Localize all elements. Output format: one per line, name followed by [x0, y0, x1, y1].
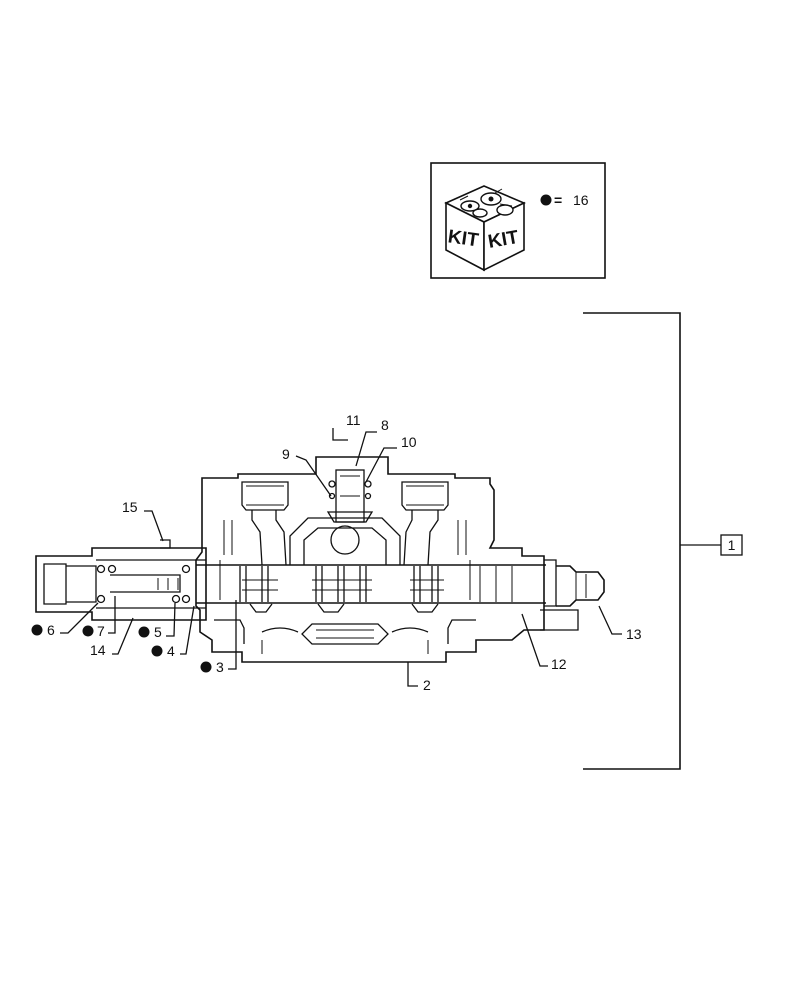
callout-14: 14	[90, 617, 134, 658]
kit-legend: KIT KIT = 16	[430, 162, 606, 279]
callout-3: 3	[200, 600, 237, 675]
callout-label-15: 15	[122, 499, 138, 515]
callout-label-12: 12	[551, 656, 567, 672]
kit-word-left: KIT	[447, 226, 481, 251]
callout-label-14: 14	[90, 642, 106, 658]
callout-12: 12	[521, 613, 567, 672]
callout-label-8: 8	[381, 417, 389, 433]
callout-label-5: 5	[154, 624, 162, 640]
callout-label-4: 4	[167, 643, 175, 659]
callout-15: 15	[122, 499, 164, 542]
kit-equals-sign: =	[554, 192, 562, 208]
kit-bullet-icon	[200, 661, 212, 673]
callout-label-13: 13	[626, 626, 642, 642]
callout-2: 2	[407, 662, 431, 693]
assembly-bracket: 1	[583, 312, 743, 770]
callout-13: 13	[598, 605, 642, 642]
callout-8: 8	[355, 417, 389, 467]
kit-bullet-icon	[138, 626, 150, 638]
callout-label-11: 11	[346, 412, 361, 428]
callout-6: 6	[31, 602, 99, 638]
kit-box-icon	[444, 185, 526, 272]
right-cap	[540, 559, 605, 631]
assembly-ref-label: 1	[728, 537, 736, 553]
kit-bullet-icon	[82, 625, 94, 637]
valve-body	[195, 456, 545, 663]
callout-label-3: 3	[216, 659, 224, 675]
top-plug	[326, 469, 374, 523]
callout-label-9: 9	[282, 446, 290, 462]
callout-7: 7	[82, 596, 116, 639]
spool	[196, 564, 546, 613]
callout-label-10: 10	[401, 434, 417, 450]
callout-10: 10	[365, 434, 417, 483]
kit-number: 16	[573, 192, 589, 208]
kit-legend-frame	[430, 162, 606, 279]
callout-label-6: 6	[47, 622, 55, 638]
kit-bullet-icon	[540, 194, 552, 206]
assembly-ref-box	[720, 534, 743, 556]
callout-5: 5	[138, 602, 176, 640]
kit-bullet-icon	[31, 624, 43, 636]
callout-11: 11	[332, 412, 361, 441]
callout-9: 9	[282, 446, 332, 497]
callout-4: 4	[151, 605, 195, 659]
callout-label-2: 2	[423, 677, 431, 693]
kit-bullet-icon	[151, 645, 163, 657]
left-spring-cap	[35, 539, 207, 621]
callout-label-7: 7	[97, 623, 105, 639]
